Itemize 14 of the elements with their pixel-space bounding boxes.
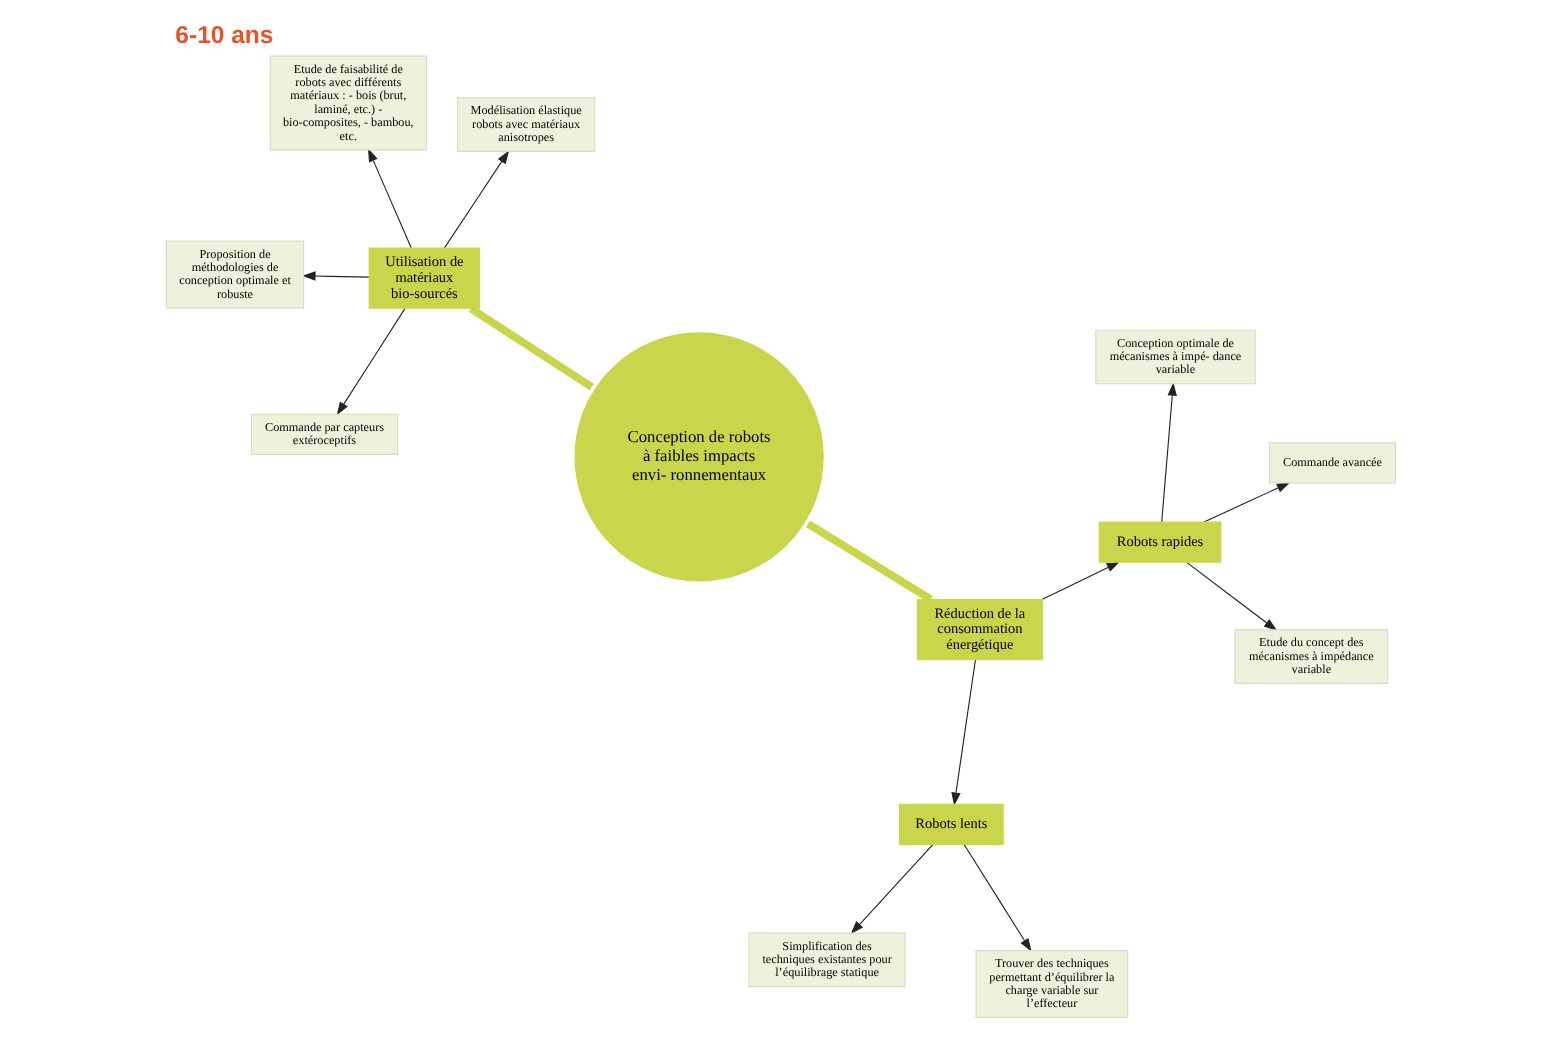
arrow <box>849 844 933 935</box>
node-circle: Conception de robots à faibles impacts envi- ronnementaux <box>570 328 827 585</box>
arrow <box>1160 382 1176 523</box>
arrow <box>962 843 1031 952</box>
arrow <box>1185 561 1277 631</box>
connector <box>467 305 595 392</box>
connector <box>803 519 932 603</box>
arrow <box>1040 561 1120 600</box>
arrow <box>366 148 411 249</box>
arrow <box>442 150 509 249</box>
diagram-title: 6-10 ans <box>174 21 273 50</box>
arrow <box>301 271 369 281</box>
arrow <box>950 659 975 806</box>
arrow <box>335 308 405 416</box>
